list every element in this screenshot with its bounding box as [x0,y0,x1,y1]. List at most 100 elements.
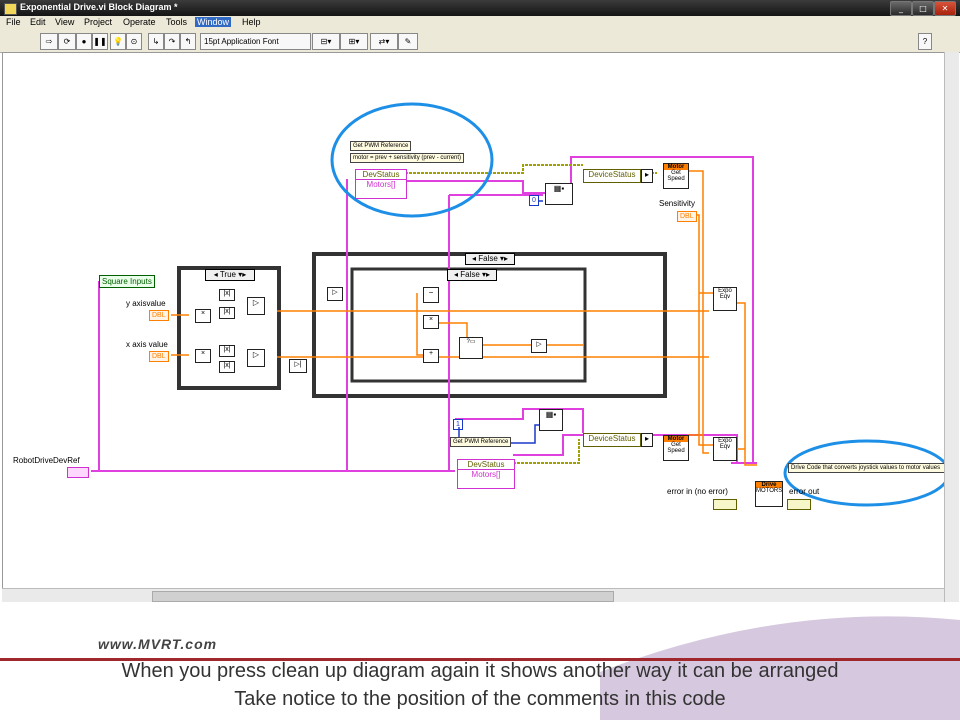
case-selector-false-inner[interactable]: ◂ False ▾▸ [447,269,497,281]
reorder-icon[interactable]: ⇄▾ [370,33,398,50]
motors-bottom-label: Motors[] [471,470,501,479]
comment-get-pwm-bottom[interactable]: Get PWM Reference [450,437,512,447]
sensitivity-label: Sensitivity [659,199,696,208]
robot-drive-ref-control[interactable] [67,467,89,478]
highlight-execution-icon[interactable]: 💡 [110,33,126,50]
vertical-scrollbar[interactable] [944,52,959,602]
block-diagram-canvas[interactable]: Get PWM Reference motor = prev + sensiti… [2,52,946,590]
motors-top-label: Motors[] [366,180,396,189]
clean-up-diagram-icon[interactable]: ✎ [398,33,418,50]
error-in-label: error in (no error) [667,487,728,496]
app-icon [4,3,17,15]
robot-drive-ref-label: RobotDriveDevRef [13,456,80,465]
help-icon[interactable]: ? [918,33,932,50]
align-objects-icon[interactable]: ⊟▾ [312,33,340,50]
absolute-icon-1: |x| [219,289,235,301]
error-in-control[interactable] [713,499,737,510]
close-button[interactable]: ✕ [934,1,956,16]
devstatus-top-label: DevStatus [356,170,406,180]
expo-eqv-bottom-label: Expo Eqv [718,438,732,450]
menu-project[interactable]: Project [84,17,113,27]
index-constant-1[interactable]: 1 [453,419,463,430]
font-select[interactable]: 15pt Application Font [200,33,311,50]
motor-get-speed-bottom[interactable]: Motor Get Speed [663,435,689,461]
motor-top-label: Motor [664,164,688,170]
multiply-icon-1: × [195,309,211,323]
error-out-indicator[interactable] [787,499,811,510]
comment-motor-formula[interactable]: motor = prev + sensitivity (prev - curre… [350,153,465,163]
array-index-bottom-icon[interactable]: ▸ [641,433,653,447]
menu-file[interactable]: File [6,17,21,27]
footer-decoration [0,616,960,720]
menu-tools[interactable]: Tools [166,17,188,27]
menu-help[interactable]: Help [242,17,261,27]
toolbar: ⇨ ⟳ ● ❚❚ 💡 ⊙ ↳ ↷ ↰ 15pt Application Font… [0,30,960,74]
constant-icons: ?▭ [459,337,483,359]
menu-edit[interactable]: Edit [30,17,46,27]
motor-get-speed-top[interactable]: Motor Get Speed [663,163,689,189]
caption-line-2: Take notice to the position of the comme… [234,688,726,710]
add-icon: + [423,349,439,363]
sensitivity-control[interactable]: DBL [677,211,697,222]
motor-bottom-sub: Get Speed [667,442,685,454]
abort-icon[interactable]: ● [76,33,92,50]
run-continuously-icon[interactable]: ⟳ [58,33,76,50]
absolute-icon-4: |x| [219,361,235,373]
menu-bar: File Edit View Project Operate Tools Win… [0,16,960,30]
y-axis-label: y axisvalue [126,299,166,308]
coerce-icon: ▷ [531,339,547,353]
maximize-button[interactable]: □ [912,1,934,16]
title-bar: Exponential Drive.vi Block Diagram * _ □… [0,0,960,16]
index-constant-0[interactable]: 0 [529,195,539,206]
comment-drive-code[interactable]: Drive Code that converts joystick values… [788,463,945,473]
absolute-icon-3: |x| [219,345,235,357]
step-out-icon[interactable]: ↰ [180,33,196,50]
pause-icon[interactable]: ❚❚ [92,33,108,50]
drive-label: Drive [756,482,782,488]
horizontal-scrollbar[interactable] [2,588,944,603]
motors-sub-label: MOTORS [756,488,783,494]
caption-line-1: When you press clean up diagram again it… [121,660,839,682]
horizontal-scroll-thumb[interactable] [152,591,614,602]
slide-footer: www.MVRT.com When you press clean up dia… [0,602,960,720]
compare-icon-1: ▷ [327,287,343,301]
device-status-top[interactable]: DeviceStatus [583,169,641,183]
drive-motors-node[interactable]: Drive MOTORS [755,481,783,507]
multiply-icon-3: × [423,315,439,329]
expo-eqv-top[interactable]: Expo Eqv [713,287,737,311]
expo-eqv-top-label: Expo Eqv [718,288,732,300]
case-selector-false-outer[interactable]: ◂ False ▾▸ [465,253,515,265]
square-inputs-control[interactable]: Square Inputs [99,275,155,288]
error-out-label: error out [789,487,820,496]
y-axis-control[interactable]: DBL [149,310,169,321]
index-array-top-icon[interactable]: ▦▪ [545,183,573,205]
expo-eqv-bottom[interactable]: Expo Eqv [713,437,737,461]
distribute-objects-icon[interactable]: ⊞▾ [340,33,368,50]
menu-view[interactable]: View [55,17,75,27]
index-array-bottom-icon[interactable]: ▦▪ [539,409,563,431]
devstatus-unbundle-top[interactable]: DevStatus Motors[] [355,169,407,199]
case-selector-true[interactable]: ◂ True ▾▸ [205,269,255,281]
menu-operate[interactable]: Operate [123,17,156,27]
absolute-icon-2: |x| [219,307,235,319]
motor-top-sub: Get Speed [667,170,685,182]
case-false-outer-label: False [478,254,498,263]
step-into-icon[interactable]: ↳ [148,33,164,50]
x-axis-control[interactable]: DBL [149,351,169,362]
step-over-icon[interactable]: ↷ [164,33,180,50]
run-arrow-icon[interactable]: ⇨ [40,33,58,50]
motor-bottom-label: Motor [664,436,688,442]
devstatus-bottom-label: DevStatus [458,460,514,470]
select-icon-2: ▷ [247,349,265,367]
retain-wire-values-icon[interactable]: ⊙ [126,33,142,50]
mvrt-logo: www.MVRT.com [98,636,218,652]
device-status-bottom[interactable]: DeviceStatus [583,433,641,447]
minimize-button[interactable]: _ [890,1,912,16]
menu-window[interactable]: Window [195,17,232,27]
devstatus-unbundle-bottom[interactable]: DevStatus Motors[] [457,459,515,489]
array-index-top-icon[interactable]: ▸ [641,169,653,183]
comment-get-pwm-top[interactable]: Get PWM Reference [350,141,412,151]
case-false-inner-label: False [460,270,480,279]
subtract-icon: − [423,287,439,303]
x-axis-label: x axis value [126,340,168,349]
